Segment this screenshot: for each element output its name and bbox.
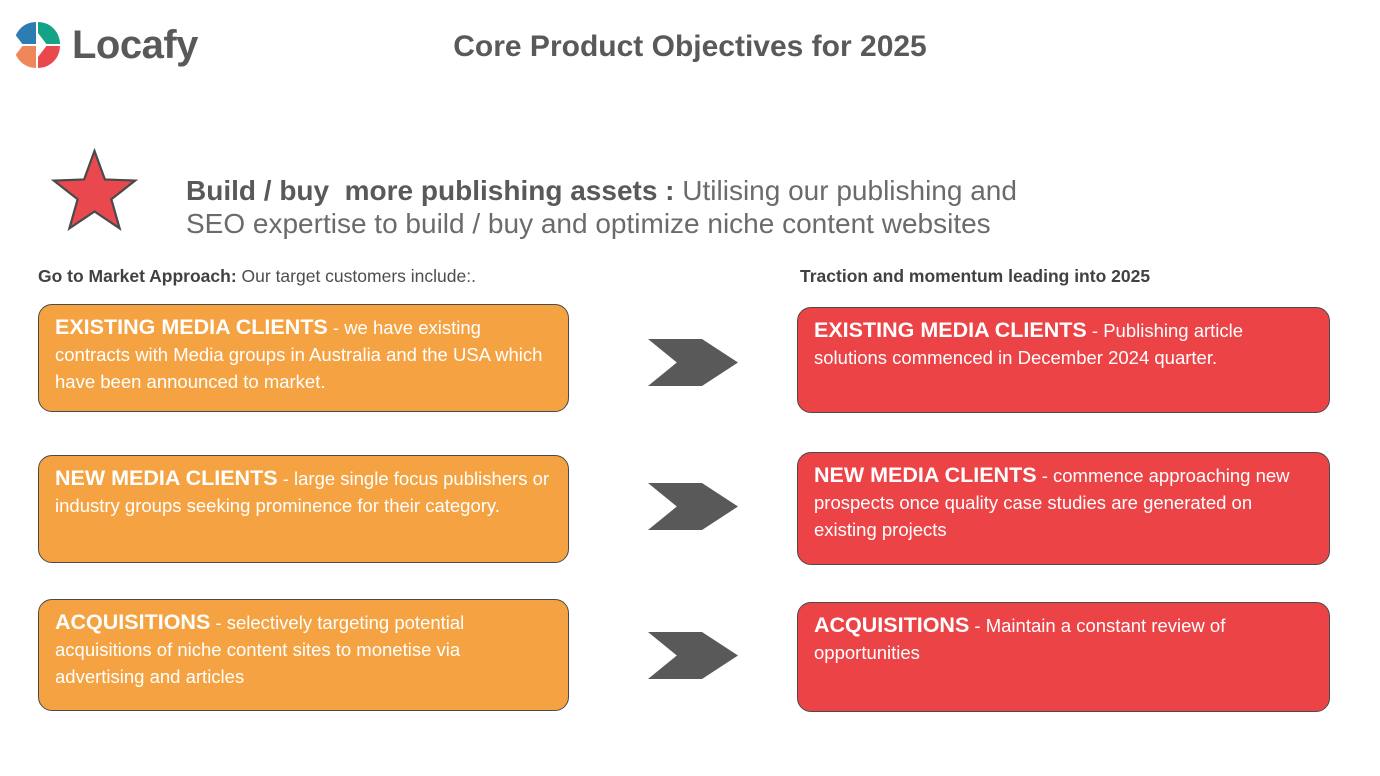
box-title: NEW MEDIA CLIENTS [55,466,278,490]
left-box-acquisitions: ACQUISITIONS - selectively targeting pot… [38,599,569,711]
left-column-header: Go to Market Approach: Our target custom… [38,266,476,287]
box-text: - large single focus publishers or indus… [55,468,555,516]
box-text: - selectively targeting potential acquis… [55,612,470,687]
box-title: EXISTING MEDIA CLIENTS [55,315,328,339]
box-text: - we have existing contracts with Media … [55,317,548,392]
left-column-header-bold: Go to Market Approach: [38,266,237,286]
right-column-header: Traction and momentum leading into 2025 [800,266,1151,286]
box-title: NEW MEDIA CLIENTS [814,463,1037,487]
right-box-new-media-clients: NEW MEDIA CLIENTS - commence approaching… [797,452,1330,565]
left-column-header-rest: Our target customers include:. [236,266,476,286]
page-title: Core Product Objectives for 2025 [453,30,927,63]
box-title: EXISTING MEDIA CLIENTS [814,318,1087,342]
box-text: - Maintain a constant review of opportun… [814,615,1231,663]
chevron-arrow-icon [648,483,738,530]
headline-regular-text: Utilising our publishing and [674,175,1017,206]
chevron-arrow-icon [648,632,738,679]
locafy-pinwheel-icon [14,22,60,68]
left-box-new-media-clients: NEW MEDIA CLIENTS - large single focus p… [38,455,569,563]
headline-bold-text: Build / buy more publishing assets : [186,175,675,206]
left-box-existing-media-clients: EXISTING MEDIA CLIENTS - we have existin… [38,304,569,412]
star-icon [50,147,139,232]
logo-wordmark: Locafy [72,22,198,67]
headline-line-1: Build / buy more publishing assets : Uti… [186,174,1146,207]
box-title: ACQUISITIONS [55,610,211,634]
box-text: - commence approaching new prospects onc… [814,465,1295,540]
objective-headline: Build / buy more publishing assets : Uti… [186,174,1146,240]
chevron-arrow-icon [648,339,738,386]
locafy-logo: Locafy [14,22,198,68]
logo-petal-blue [14,22,36,44]
right-box-acquisitions: ACQUISITIONS - Maintain a constant revie… [797,602,1330,712]
right-box-existing-media-clients: EXISTING MEDIA CLIENTS - Publishing arti… [797,307,1330,413]
box-text: - Publishing article solutions commenced… [814,320,1249,368]
box-title: ACQUISITIONS [814,613,970,637]
headline-line-2: SEO expertise to build / buy and optimiz… [186,208,991,239]
